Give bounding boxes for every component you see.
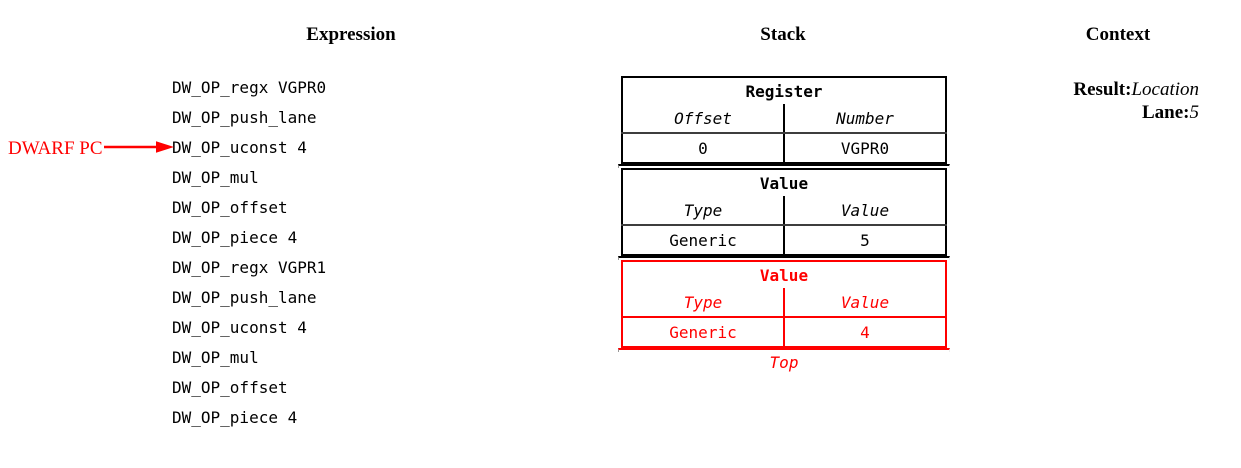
table-header-row: Type Value [622,196,946,226]
dwarf-pc-label: DWARF PC [8,138,103,159]
context-block: Result:Location Lane:5 [999,78,1199,124]
column-header-left: Type [622,196,785,226]
stack-top-separator [618,348,950,352]
table-title-row: Register [622,77,946,104]
table-title-row: Value [622,169,946,196]
stack-entry: Register Offset Number 0 VGPR0 [618,76,950,164]
arrow-right-icon [103,140,176,159]
column-heading-expression: Expression [306,24,396,45]
expression-line: DW_OP_uconst 4 [172,318,307,337]
cell-right: VGPR0 [840,138,890,158]
expression-line: DW_OP_regx VGPR1 [172,258,327,277]
column-header-right: Value [784,288,946,318]
expression-line: DW_OP_piece 4 [172,228,298,247]
stack-column: Register Offset Number 0 VGPR0 Value Typ… [618,76,950,373]
context-row-lane: Lane:5 [999,101,1199,124]
column-header-left: Offset [622,104,785,134]
context-key: Result: [1073,79,1132,100]
cell-left: Generic [622,317,785,347]
expression-line: DW_OP_regx VGPR0 [172,78,327,97]
context-value: Location [1131,79,1199,100]
stack-entry-title: Register [745,81,823,101]
table-header-row: Type Value [622,288,946,318]
expression-line: DW_OP_mul [172,348,259,367]
table-row: 0 VGPR0 [622,133,946,163]
table-header-row: Offset Number [622,104,946,134]
cell-right: 5 [860,230,870,250]
column-heading-stack: Stack [760,24,806,45]
expression-line-current: DW_OP_mul [172,168,259,187]
stack-entry-table: Value Type Value Generic 4 [621,260,947,348]
stack-entry-table: Value Type Value Generic 5 [621,168,947,256]
expression-line: DW_OP_offset [172,198,288,217]
expression-list: DW_OP_regx VGPR0 DW_OP_push_lane DW_OP_u… [172,73,472,433]
stack-entry-separator [618,256,950,260]
expression-line: DW_OP_push_lane [172,288,317,307]
column-header-right: Number [784,104,946,134]
stack-top-label: Top [769,353,799,372]
column-header-left: Type [622,288,785,318]
stack-entry-separator [618,164,950,168]
table-row: Generic 4 [622,317,946,347]
stack-entry-top: Value Type Value Generic 4 [618,260,950,348]
expression-line: DW_OP_uconst 4 [172,138,307,157]
dwarf-pc-marker: DWARF PC [8,136,176,162]
context-key: Lane: [1142,102,1190,123]
stack-entry-title: Value [759,173,809,193]
context-row-result: Result:Location [999,78,1199,101]
table-title-row: Value [622,261,946,288]
expression-line: DW_OP_push_lane [172,108,317,127]
cell-left: 0 [622,133,785,163]
stack-entry: Value Type Value Generic 5 [618,168,950,256]
cell-left: Generic [622,225,785,255]
cell-right: 4 [860,322,870,342]
expression-line: DW_OP_offset [172,378,288,397]
context-value: 5 [1189,102,1200,123]
stack-entry-table: Register Offset Number 0 VGPR0 [621,76,947,164]
expression-line: DW_OP_piece 4 [172,408,298,427]
column-header-right: Value [784,196,946,226]
stack-entry-title: Value [759,265,809,285]
table-row: Generic 5 [622,225,946,255]
column-heading-context: Context [1085,24,1151,45]
